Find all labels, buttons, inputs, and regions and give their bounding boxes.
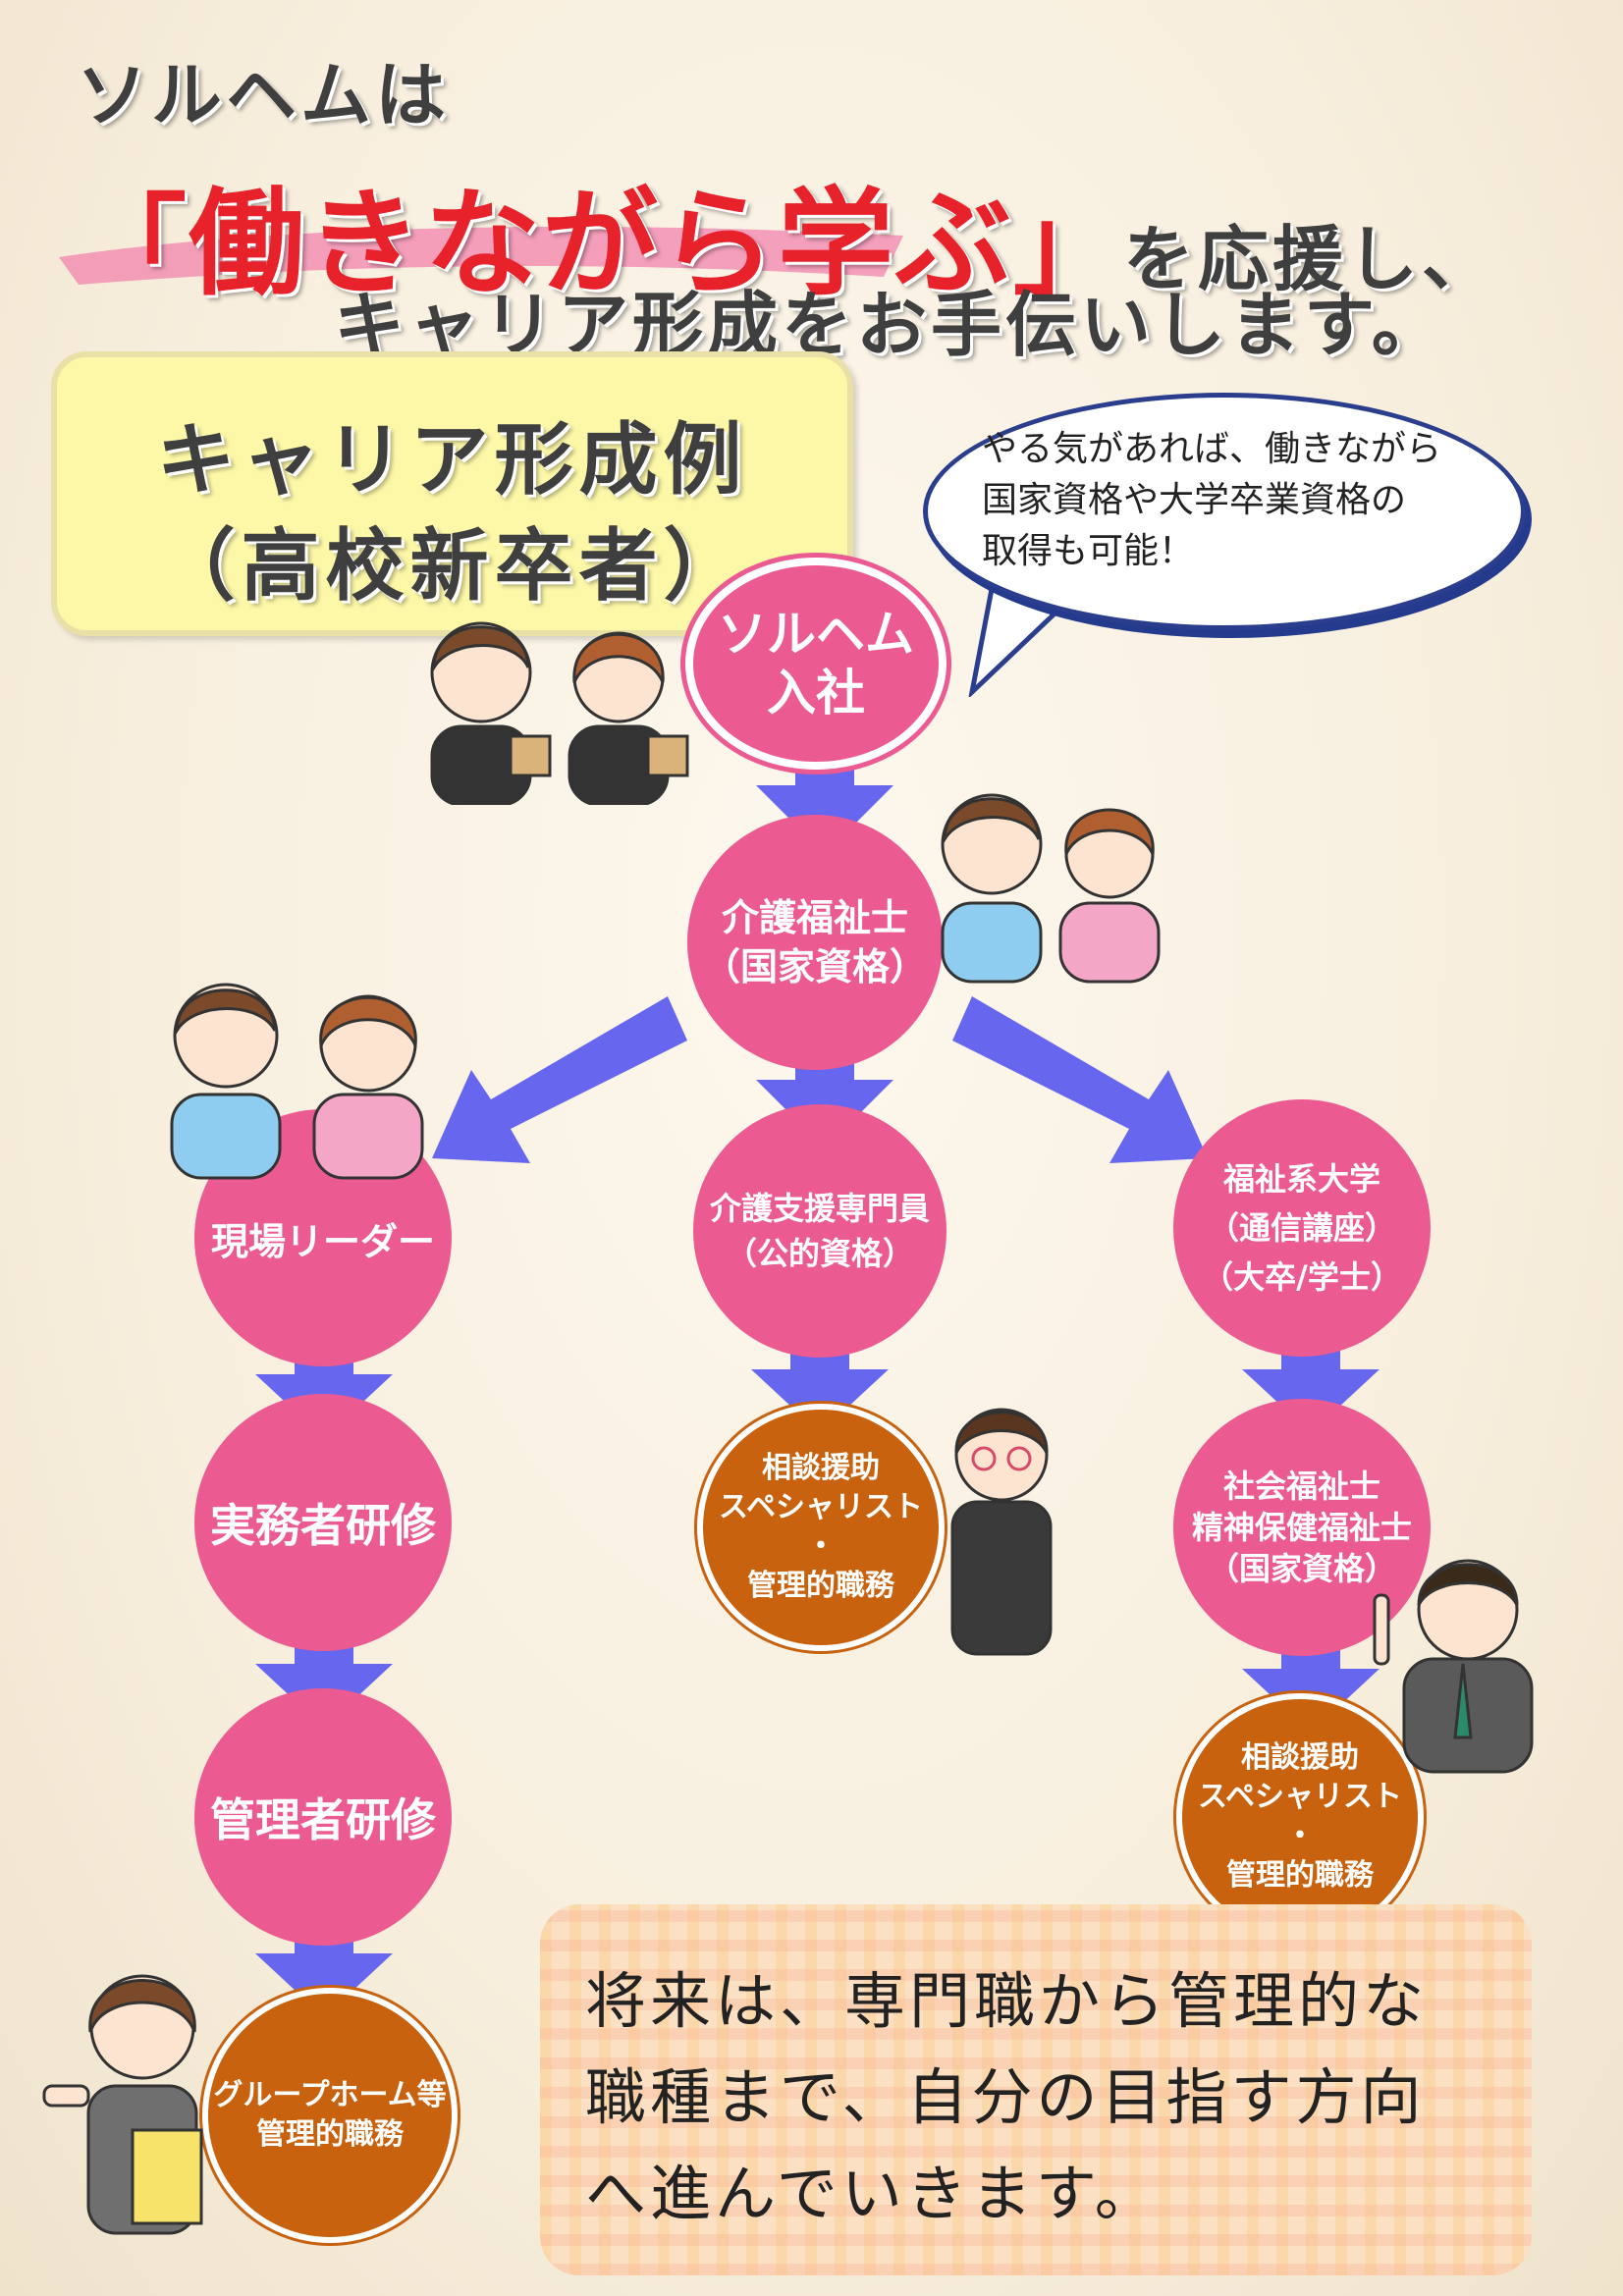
- node-soudan-right: 相談援助 スペシャリスト ・ 管理的職務: [1176, 1693, 1424, 1941]
- header-open-bracket: 「: [79, 184, 189, 309]
- node-shakai-line-2: 精神保健福祉士: [1191, 1509, 1412, 1546]
- node-start: ソルヘム 入社: [685, 558, 947, 770]
- arrow-kaigo-to-shien: [756, 1031, 893, 1148]
- header-close-bracket: 」: [1013, 184, 1124, 309]
- node-soudan-right-line-3: ・: [1285, 1819, 1315, 1853]
- arrow-shien-to-soudan: [751, 1315, 889, 1433]
- bubble-line-1: やる気があれば、働きながら: [982, 429, 1442, 469]
- bubble-line-2: 国家資格や大学卒業資格の: [982, 480, 1407, 520]
- node-daigaku-line-1: 福祉系大学: [1222, 1160, 1380, 1198]
- header-highlight: 働きながら学ぶ: [189, 176, 1014, 311]
- arrow-shakai-to-soudan: [1242, 1615, 1380, 1733]
- node-soudan-mid-line-2: スペシャリスト: [719, 1490, 923, 1524]
- message-line-2: 職種まで、自分の目指す方向: [585, 2061, 1426, 2133]
- header-brush-stroke: [59, 227, 903, 285]
- node-kaigo-fukushishi: 介護福祉士 （国家資格）: [687, 815, 943, 1070]
- header-line-2-tail: を応援し、: [1123, 218, 1497, 300]
- node-jitsumusha: 実務者研修: [194, 1394, 452, 1651]
- node-shakai-line-1: 社会福祉士: [1222, 1468, 1380, 1505]
- title-box: キャリア形成例 （高校新卒者）: [51, 351, 853, 636]
- leader-staff-illustration: [170, 983, 424, 1180]
- manager-woman-illustration: [42, 1974, 203, 2235]
- node-start-line-1: ソルヘム: [718, 606, 914, 663]
- specialist-woman-illustration: [950, 1408, 1053, 1656]
- bubble-line-3: 取得も可能！: [982, 531, 1195, 571]
- arrow-kaigo-to-leader: [432, 996, 687, 1163]
- arrow-kaigo-to-daigaku: [952, 996, 1208, 1163]
- message-text: 将来は、専門職から管理的な 職種まで、自分の目指す方向 へ進んでいきます。: [585, 1953, 1528, 2242]
- header-line-2: 「働きながら学ぶ」を応援し、: [79, 149, 1496, 317]
- node-daigaku-line-2: （通信講座）: [1207, 1209, 1396, 1247]
- node-shakai-line-3: （国家資格）: [1207, 1550, 1396, 1587]
- arrow-leader-to-jitsumu: [255, 1325, 393, 1438]
- header-line-1: ソルヘムは: [77, 54, 451, 136]
- message-line-3: へ進んでいきます。: [585, 2158, 1160, 2229]
- node-soudan-middle: 相談援助 スペシャリスト ・ 管理的職務: [697, 1404, 945, 1651]
- node-leader-line-1: 現場リーダー: [210, 1219, 435, 1263]
- title-line-2: （高校新卒者）: [156, 520, 748, 612]
- new-graduates-illustration: [430, 621, 689, 805]
- node-daigaku: 福祉系大学 （通信講座） （大卒/学士）: [1173, 1099, 1431, 1357]
- node-kanrisha: 管理者研修: [194, 1688, 452, 1946]
- node-gh-kanri: グループホーム等 管理的職務: [202, 1988, 458, 2243]
- care-workers-illustration: [941, 793, 1161, 984]
- node-kaigo-shien: 介護支援専門員 （公的資格）: [693, 1104, 947, 1358]
- node-shien-line-2: （公的資格）: [725, 1235, 914, 1272]
- node-daigaku-line-3: （大卒/学士）: [1202, 1258, 1402, 1296]
- social-worker-man-illustration: [1373, 1559, 1534, 1774]
- node-soudan-right-line-2: スペシャリスト: [1198, 1780, 1402, 1814]
- node-gh-line-1: グループホーム等: [213, 2078, 447, 2112]
- title-line-1: キャリア形成例: [156, 414, 748, 506]
- node-start-line-2: 入社: [767, 665, 865, 721]
- arrow-daigaku-to-shakai: [1242, 1315, 1380, 1433]
- node-jitsumu-line-1: 実務者研修: [210, 1499, 436, 1552]
- arrow-jitsumu-to-kanri: [255, 1615, 393, 1728]
- node-soudan-mid-line-1: 相談援助: [762, 1451, 880, 1485]
- node-soudan-mid-line-3: ・: [806, 1529, 836, 1564]
- speech-bubble: [923, 393, 1526, 630]
- node-soudan-right-line-4: 管理的職務: [1226, 1858, 1374, 1893]
- arrow-kanri-to-gh: [255, 1904, 393, 2017]
- message-line-1: 将来は、専門職から管理的な: [585, 1965, 1429, 2037]
- node-gh-line-2: 管理的職務: [256, 2117, 404, 2152]
- node-shien-line-1: 介護支援専門員: [709, 1190, 930, 1227]
- node-kanri-line-1: 管理者研修: [210, 1793, 436, 1846]
- arrow-start-to-kaigo: [756, 726, 893, 854]
- node-kaigo-line-2: （国家資格）: [702, 945, 927, 988]
- speech-bubble-text: やる気があれば、働きながら 国家資格や大学卒業資格の 取得も可能！: [982, 424, 1512, 577]
- node-kaigo-line-1: 介護福祉士: [721, 896, 908, 939]
- message-box: [540, 1904, 1532, 2275]
- node-soudan-mid-line-4: 管理的職務: [747, 1569, 894, 1603]
- node-soudan-right-line-1: 相談援助: [1241, 1740, 1359, 1775]
